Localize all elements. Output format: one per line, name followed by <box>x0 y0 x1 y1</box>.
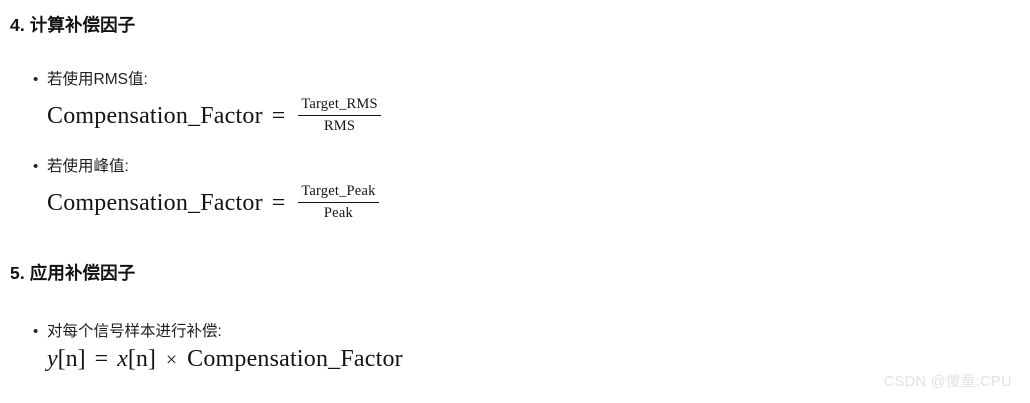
section-heading-5: 5. 应用补偿因子 <box>10 263 136 283</box>
equation-apply-compensation: y [n] = x [n] × Compensation_Factor <box>47 347 403 371</box>
equation-lhs: Compensation_Factor <box>47 102 263 129</box>
equation-y-index: [n] <box>57 346 86 372</box>
equation-compensation-factor-peak: Compensation_Factor = Target_Peak Peak <box>47 182 379 223</box>
equation-y-variable: y <box>47 346 58 372</box>
equation-lhs: Compensation_Factor <box>47 189 263 216</box>
equation-operator: = <box>271 102 286 129</box>
bullet-item-apply: • 对每个信号样本进行补偿: y [n] = x [n] × Compensat… <box>33 320 403 371</box>
csdn-watermark: CSDN @傻童:CPU <box>883 374 1012 390</box>
bullet-item-rms: • 若使用RMS值: Compensation_Factor = Target_… <box>33 68 381 136</box>
bullet-row: • 若使用峰值: <box>33 155 379 178</box>
fraction-target-rms-over-rms: Target_RMS RMS <box>298 95 381 136</box>
equation-x-index: [n] <box>127 346 156 372</box>
equation-times-operator: × <box>165 349 178 371</box>
equation-compensation-factor-rms: Compensation_Factor = Target_RMS RMS <box>47 95 381 136</box>
section-heading-4: 4. 计算补偿因子 <box>10 15 136 35</box>
fraction-target-peak-over-peak: Target_Peak Peak <box>298 182 379 223</box>
bullet-label-apply: 对每个信号样本进行补偿: <box>47 323 222 340</box>
bullet-row: • 若使用RMS值: <box>33 68 381 91</box>
fraction-denominator: Peak <box>323 205 353 222</box>
fraction-bar <box>298 115 381 117</box>
equation-operator: = <box>271 189 286 216</box>
bullet-item-peak: • 若使用峰值: Compensation_Factor = Target_Pe… <box>33 155 379 223</box>
bullet-marker-icon: • <box>33 158 39 175</box>
bullet-label-peak: 若使用峰值: <box>47 158 129 175</box>
bullet-row: • 对每个信号样本进行补偿: <box>33 320 403 343</box>
equation-x-variable: x <box>117 346 128 372</box>
equation-operator: = <box>94 346 109 372</box>
fraction-numerator: Target_Peak <box>301 183 376 199</box>
fraction-denominator: RMS <box>323 118 356 135</box>
bullet-marker-icon: • <box>33 71 39 88</box>
bullet-label-rms: 若使用RMS值: <box>47 71 148 88</box>
fraction-bar <box>298 202 379 204</box>
bullet-marker-icon: • <box>33 323 39 340</box>
equation-rhs: Compensation_Factor <box>187 346 403 372</box>
fraction-numerator: Target_RMS <box>301 96 378 112</box>
